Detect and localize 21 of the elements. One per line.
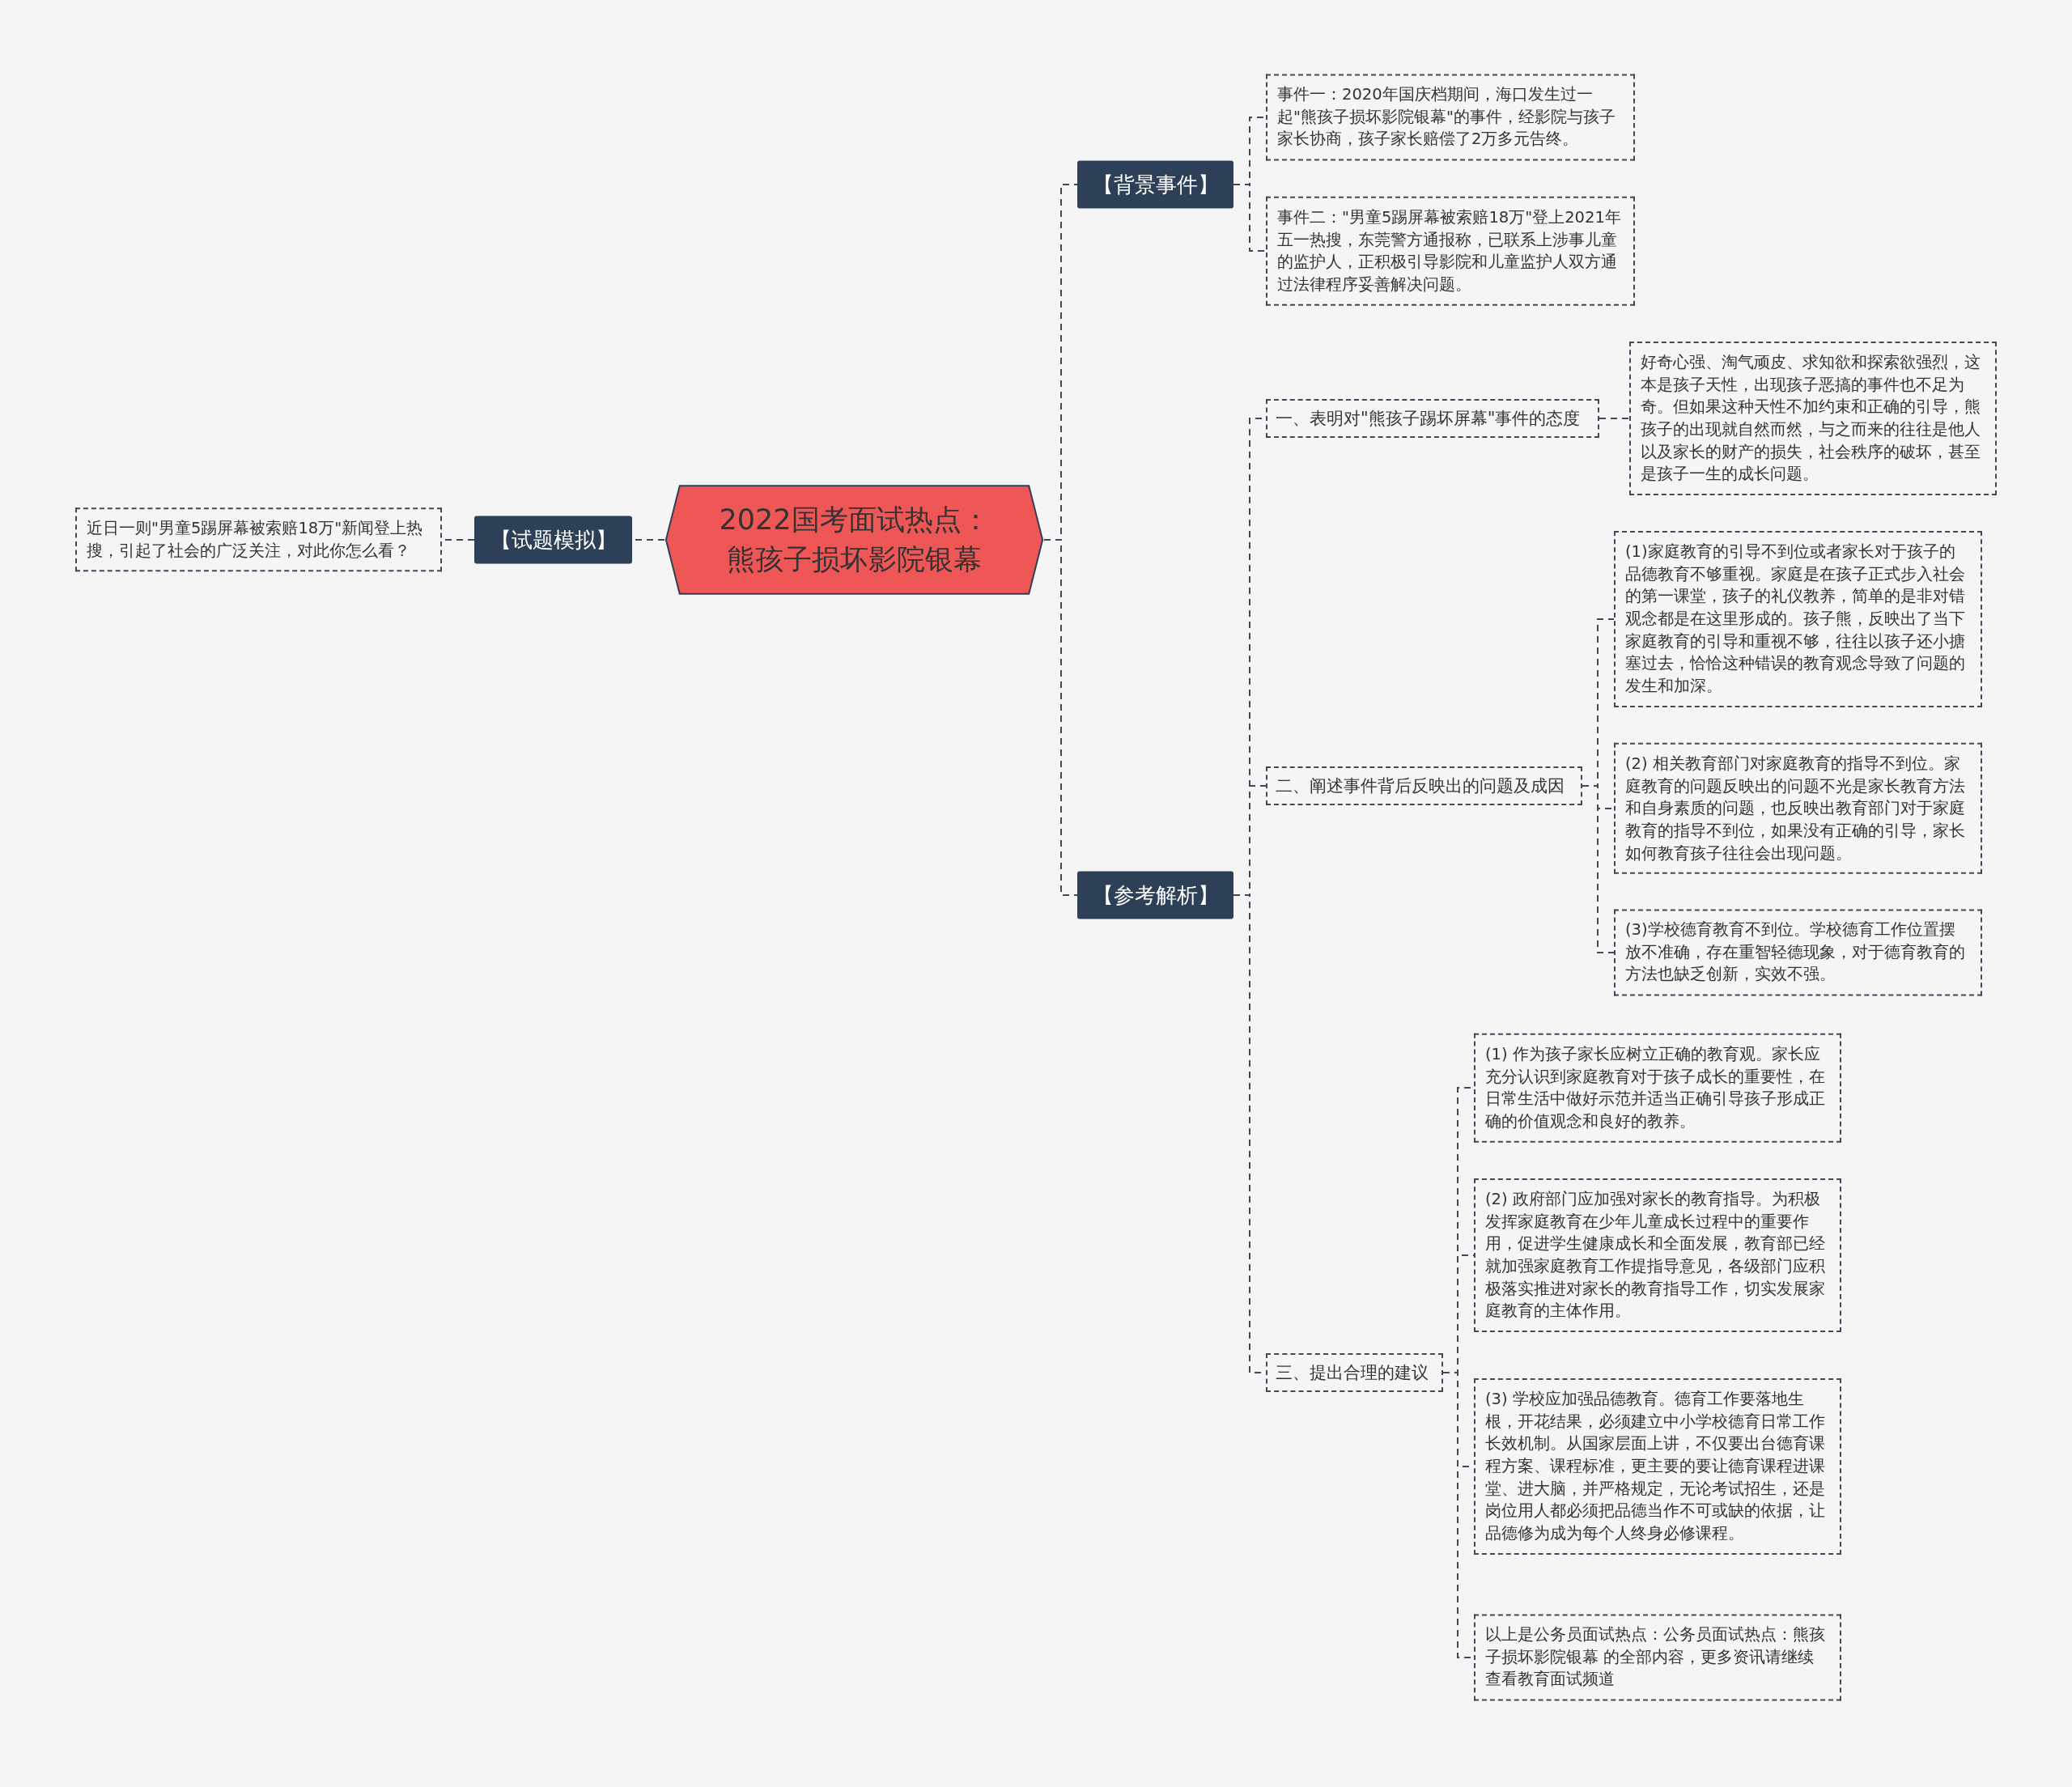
connector-line: [1599, 418, 1630, 419]
connector-line: [1233, 184, 1267, 252]
connector-line: [1582, 785, 1615, 953]
branch-label: 【参考解析】: [1077, 871, 1233, 919]
text-box: (2) 政府部门应加强对家长的教育指导。为积极发挥家庭教育在少年儿童成长过程中的重要作用，促进学生健康成长和全面发展，教育部已经就加强家庭教育工作提指导意见，各级部门应积极落实推进对家长的教育指导工作，切实发展家庭教育的主体作用。: [1474, 1178, 1841, 1333]
text-box: (2) 相关教育部门对家庭教育的指导不到位。家庭教育的问题反映出的问题不光是家长教育方法和自身素质的问题，也反映出教育部门对于家庭教育的指导不到位，如果没有正确的引导，家长如何教育孩子往往会出现问题。: [1614, 742, 1982, 875]
text-box: (1) 作为孩子家长应树立正确的教育观。家长应充分认识到家庭教育对于孩子成长的重要性，在日常生活中做好示范并适当正确引导孩子形成正确的价值观念和良好的教养。: [1474, 1033, 1841, 1143]
text-box: (1)家庭教育的引导不到位或者家长对于孩子的品德教育不够重视。家庭是在孩子正式步入社会的第一课堂，孩子的礼仪教养，简单的是非对错观念都是在这里形成的。孩子熊，反映出了当下家庭教育的引导和重视不够，往往以孩子还小搪塞过去，恰恰这种错误的教育观念导致了问题的发生和加深。: [1614, 531, 1982, 707]
branch-label: 【背景事件】: [1077, 160, 1233, 209]
text-box: 事件一：2020年国庆档期间，海口发生过一起"熊孩子损坏影院银幕"的事件，经影院与孩子家长协商，孩子家长赔偿了2万多元告终。: [1266, 74, 1635, 161]
subtopic-box: 三、提出合理的建议: [1266, 1353, 1443, 1392]
text-box: 事件二："男童5踢屏幕被索赔18万"登上2021年五一热搜，东莞警方通报称，已联系上涉事儿童的监护人，正积极引导影院和儿童监护人双方通过法律程序妥善解决问题。: [1266, 196, 1635, 306]
central-topic: 2022国考面试热点：熊孩子损坏影院银幕: [664, 485, 1044, 595]
text-box: 近日一则"男童5踢屏幕被索赔18万"新闻登上热搜，引起了社会的广泛关注，对此你怎么看？: [75, 507, 442, 572]
text-box: (3)学校德育教育不到位。学校德育工作位置摆放不准确，存在重智轻德现象，对于德育教育的方法也缺乏创新，实效不强。: [1614, 909, 1982, 996]
text-box: 以上是公务员面试热点：公务员面试热点：熊孩子损坏影院银幕 的全部内容，更多资讯请继续查看教育面试频道: [1474, 1614, 1841, 1701]
subtopic-box: 一、表明对"熊孩子踢坏屏幕"事件的态度: [1266, 399, 1599, 438]
branch-label: 【试题模拟】: [474, 516, 632, 564]
text-box: (3) 学校应加强品德教育。德育工作要落地生根，开花结果，必须建立中小学校德育日常工作长效机制。从国家层面上讲，不仅要出台德育课程方案、课程标准，更主要的要让德育课程进课堂、进大脑，并严格规定，无论考试招生，还是岗位用人都必须把品德当作不可或缺的依据，让品德修为成为每个人终身必修课程。: [1474, 1378, 1841, 1555]
subtopic-box: 二、阐述事件背后反映出的问题及成因: [1266, 766, 1582, 805]
text-box: 好奇心强、淘气顽皮、求知欲和探索欲强烈，这本是孩子天性，出现孩子恶搞的事件也不足为奇。但如果这种天性不加约束和正确的引导，熊孩子的出现就自然而然，与之而来的往往是他人以及家长的财产的损失，社会秩序的破坏，甚至是孩子一生的成长问题。: [1629, 341, 1997, 496]
